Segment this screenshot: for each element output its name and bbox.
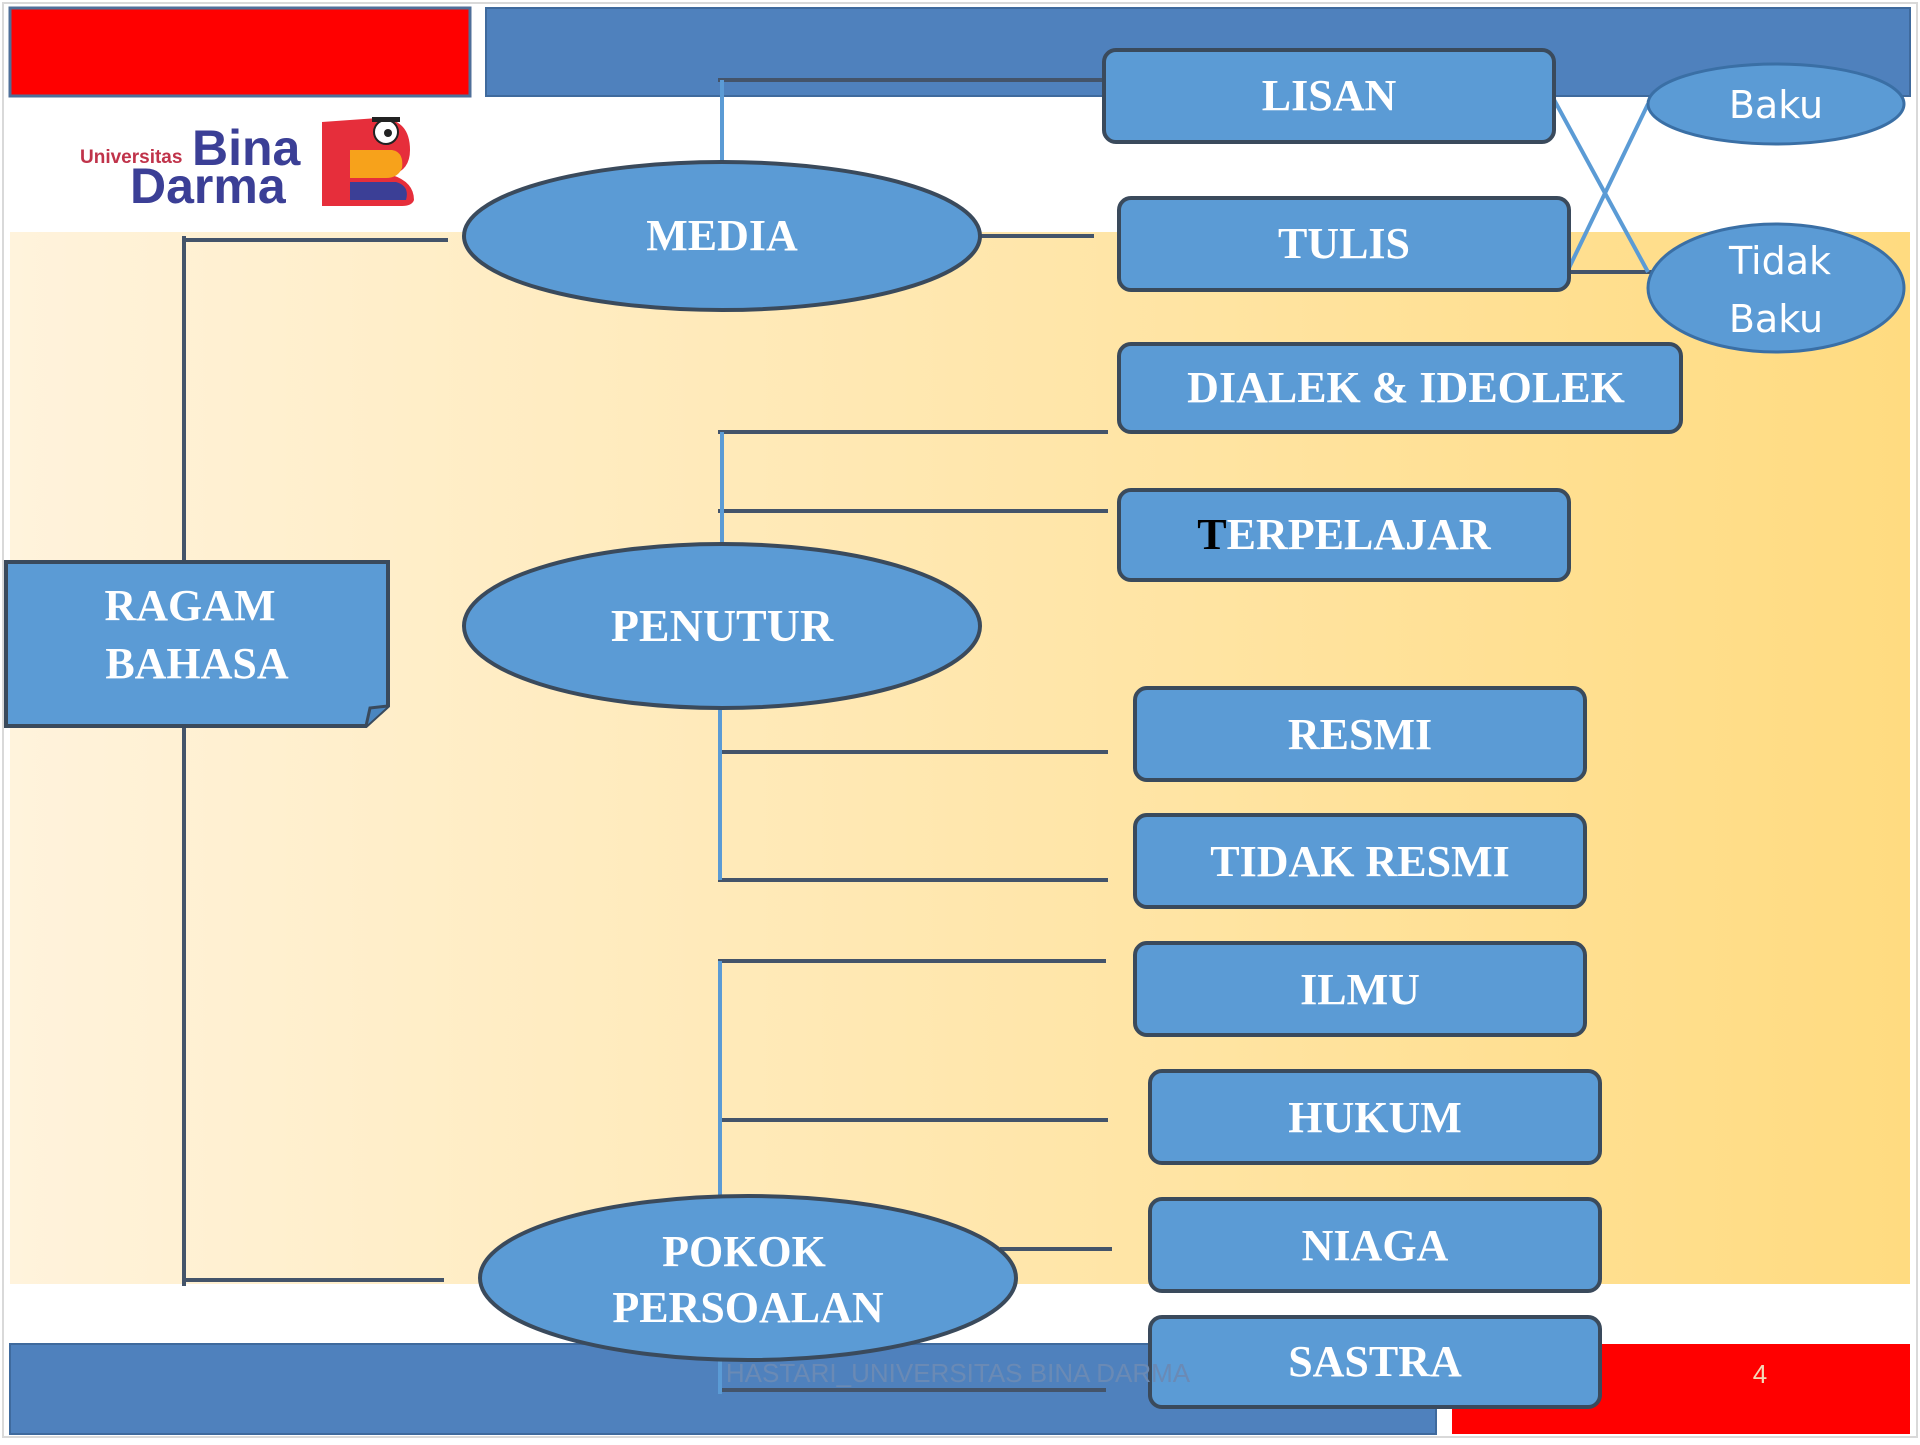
variant-baku-label: Baku: [1729, 83, 1823, 127]
leaf-sastra: SASTRA: [1148, 1315, 1602, 1409]
root-label-line2: BAHASA: [105, 639, 289, 688]
leaf-terpelajar-rest: ERPELAJAR: [1227, 510, 1492, 559]
leaf-ilmu-label: ILMU: [1300, 965, 1420, 1014]
footer-text: HASTARI_UNIVERSITAS BINA DARMA: [726, 1358, 1191, 1388]
bina-darma-b-mascot-icon: [322, 117, 414, 206]
leaf-hukum: HUKUM: [1148, 1069, 1602, 1165]
root-node-ragam-bahasa: RAGAM BAHASA: [4, 560, 390, 728]
leaf-hukum-label: HUKUM: [1288, 1093, 1462, 1142]
leaf-dialek-ideolek: DIALEK & IDEOLEK: [1117, 342, 1683, 434]
variant-tidak-baku-line2: Baku: [1729, 297, 1823, 341]
leaf-niaga: NIAGA: [1148, 1197, 1602, 1293]
header-red-banner: [8, 6, 472, 98]
connector-lines-blue: [718, 80, 1650, 1394]
leaf-dialek-label: DIALEK & IDEOLEK: [1187, 363, 1625, 412]
category-media: MEDIA: [462, 160, 982, 312]
category-pokok-line1: POKOK: [662, 1227, 826, 1276]
university-logo: Universitas Bina Darma: [80, 117, 414, 214]
category-media-label: MEDIA: [646, 211, 798, 260]
leaf-ilmu: ILMU: [1133, 941, 1587, 1037]
leaf-tulis: TULIS: [1117, 196, 1571, 292]
page-number: 4: [1753, 1359, 1767, 1389]
leaf-tidak-resmi-label: TIDAK RESMI: [1210, 837, 1510, 886]
leaf-terpelajar: TERPELAJAR: [1117, 488, 1571, 582]
category-penutur-label: PENUTUR: [611, 600, 834, 651]
leaf-terpelajar-first-letter: T: [1197, 510, 1226, 559]
logo-small-text: Universitas: [80, 147, 182, 168]
variant-tidak-baku-line1: Tidak: [1728, 239, 1831, 283]
leaf-resmi-label: RESMI: [1288, 710, 1432, 759]
category-pokok-line2: PERSOALAN: [612, 1283, 884, 1332]
leaf-lisan-label: LISAN: [1262, 71, 1397, 120]
leaf-terpelajar-label: TERPELAJAR: [1197, 510, 1492, 559]
root-label-line1: RAGAM: [104, 581, 275, 630]
logo-word-bina: Bina: [192, 120, 302, 176]
connector-lines-dark: [182, 78, 1652, 1392]
category-pokok-persoalan: POKOK PERSOALAN: [478, 1194, 1018, 1362]
category-penutur: PENUTUR: [462, 542, 982, 710]
leaf-lisan: LISAN: [1102, 48, 1556, 144]
variant-tidak-baku: Tidak Baku: [1646, 222, 1906, 354]
leaf-tidak-resmi: TIDAK RESMI: [1133, 813, 1587, 909]
logo-word-darma: Darma: [130, 158, 287, 214]
variant-baku: Baku: [1646, 62, 1906, 146]
leaf-resmi: RESMI: [1133, 686, 1587, 782]
leaf-sastra-label: SASTRA: [1288, 1337, 1462, 1386]
leaf-niaga-label: NIAGA: [1302, 1221, 1449, 1270]
leaf-tulis-label: TULIS: [1278, 219, 1410, 268]
